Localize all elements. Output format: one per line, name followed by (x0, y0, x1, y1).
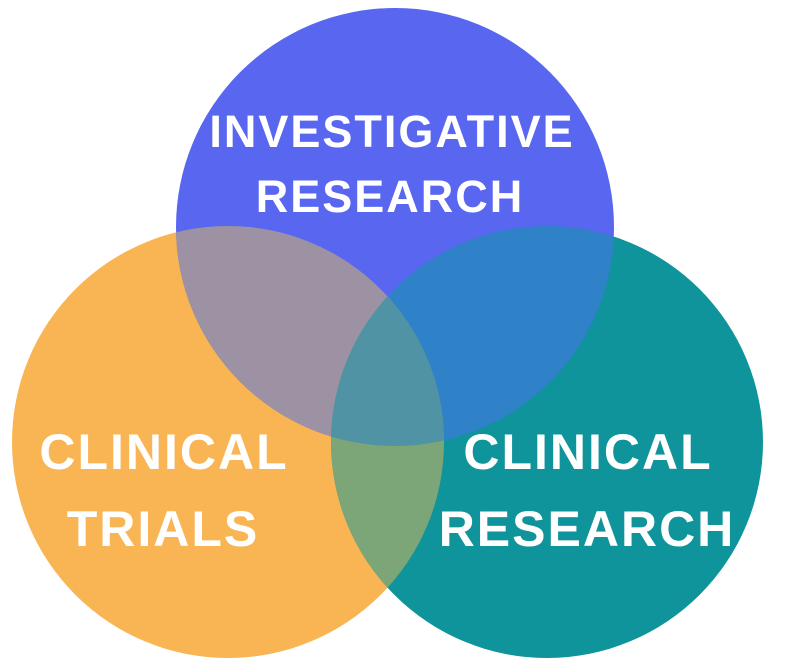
clinical-research-label-line2: RESEARCH (439, 501, 736, 557)
investigative-research-label-line1: INVESTIGATIVE (209, 106, 574, 157)
clinical-trials-label-line2: TRIALS (67, 501, 260, 557)
clinical-research-label-line1: CLINICAL (463, 424, 712, 480)
investigative-research-label-line2: RESEARCH (256, 171, 525, 222)
clinical-trials-label-line1: CLINICAL (39, 424, 288, 480)
